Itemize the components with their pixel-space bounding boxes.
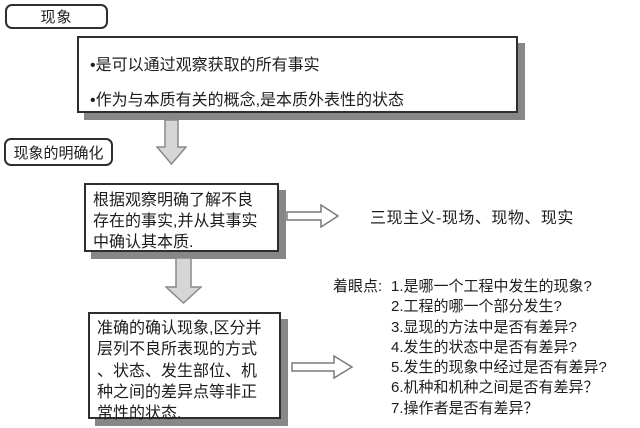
- clarification-label-box: 现象的明确化: [4, 138, 113, 166]
- down-arrow-icon: [165, 257, 202, 304]
- down-arrow-shape: [165, 257, 202, 304]
- right-arrow-icon: [286, 204, 339, 228]
- down-arrow-shape: [156, 119, 187, 165]
- confirm-box-text: 准确的确认现象,区分并 层列不良所表现的方式 、状态、发生部位、机 种之间的差异…: [97, 320, 262, 423]
- right-arrow-icon: [291, 355, 353, 379]
- down-arrow-icon: [156, 119, 187, 165]
- sangen-principle-text: 三现主义-现场、现物、现实: [370, 210, 574, 227]
- focus-points-block: 着眼点: 1.是哪一个工程中发生的现象? 2.工程的哪一个部分发生? 3.显现的…: [333, 277, 607, 419]
- facts-box-text: •是可以通过观察获取的所有事实 •作为与本质有关的概念,是本质外表性的状态: [90, 57, 405, 109]
- right-arrow-shape: [291, 355, 353, 379]
- understand-box-text: 根据观察明确了解不良 存在的事实,并从其事实 中确认其本质.: [93, 192, 258, 251]
- focus-points-prefix: 着眼点:: [333, 278, 383, 295]
- facts-box: •是可以通过观察获取的所有事实 •作为与本质有关的概念,是本质外表性的状态: [77, 36, 518, 113]
- right-arrow-shape: [286, 204, 339, 228]
- phenomenon-label-box: 现象: [5, 4, 108, 29]
- understand-box: 根据观察明确了解不良 存在的事实,并从其事实 中确认其本质.: [84, 183, 279, 252]
- confirm-box: 准确的确认现象,区分并 层列不良所表现的方式 、状态、发生部位、机 种之间的差异…: [88, 312, 281, 422]
- focus-points-list: 1.是哪一个工程中发生的现象? 2.工程的哪一个部分发生? 3.显现的方法中是否…: [391, 278, 607, 417]
